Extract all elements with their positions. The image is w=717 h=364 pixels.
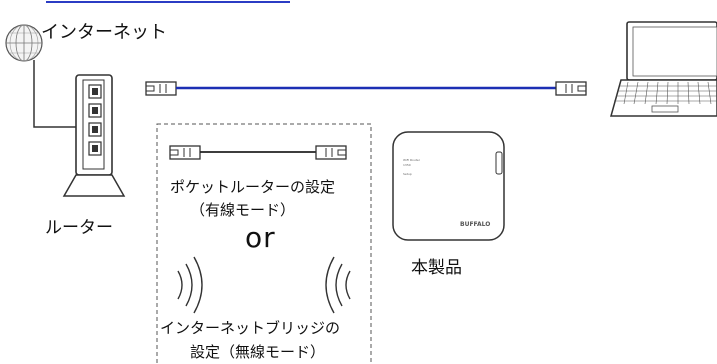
pocket-router-setting-label: ポケットルーターの設定 xyxy=(170,178,336,196)
router-icon xyxy=(62,74,126,197)
router-label: ルーター xyxy=(45,218,113,238)
wireless-wave-icon xyxy=(325,256,351,314)
svg-text:Setup: Setup xyxy=(403,172,412,176)
pocket-device-icon: WiFi Router 1350 Setup BUFFALO xyxy=(392,131,505,241)
lan-plug-icon xyxy=(555,81,587,96)
svg-text:1350: 1350 xyxy=(403,163,411,167)
internet-bridge-label: インターネットブリッジの xyxy=(160,319,341,337)
lan-plug-icon xyxy=(145,81,177,96)
wired-mode-label: （有線モード） xyxy=(190,201,296,219)
internet-label: インターネット xyxy=(41,22,167,43)
svg-text:WiFi Router: WiFi Router xyxy=(403,158,421,162)
wireless-wave-icon xyxy=(177,256,203,314)
lan-plug-icon xyxy=(315,145,347,160)
connection-mode-box xyxy=(156,123,372,364)
laptop-icon xyxy=(610,21,717,117)
globe-icon xyxy=(5,24,43,62)
wireless-mode-label: 設定（無線モード） xyxy=(190,343,326,361)
or-label: or xyxy=(245,221,276,254)
lan-plug-icon xyxy=(169,145,201,160)
product-label: 本製品 xyxy=(411,258,462,278)
globe-router-cable xyxy=(33,60,76,128)
svg-text:BUFFALO: BUFFALO xyxy=(460,221,490,228)
